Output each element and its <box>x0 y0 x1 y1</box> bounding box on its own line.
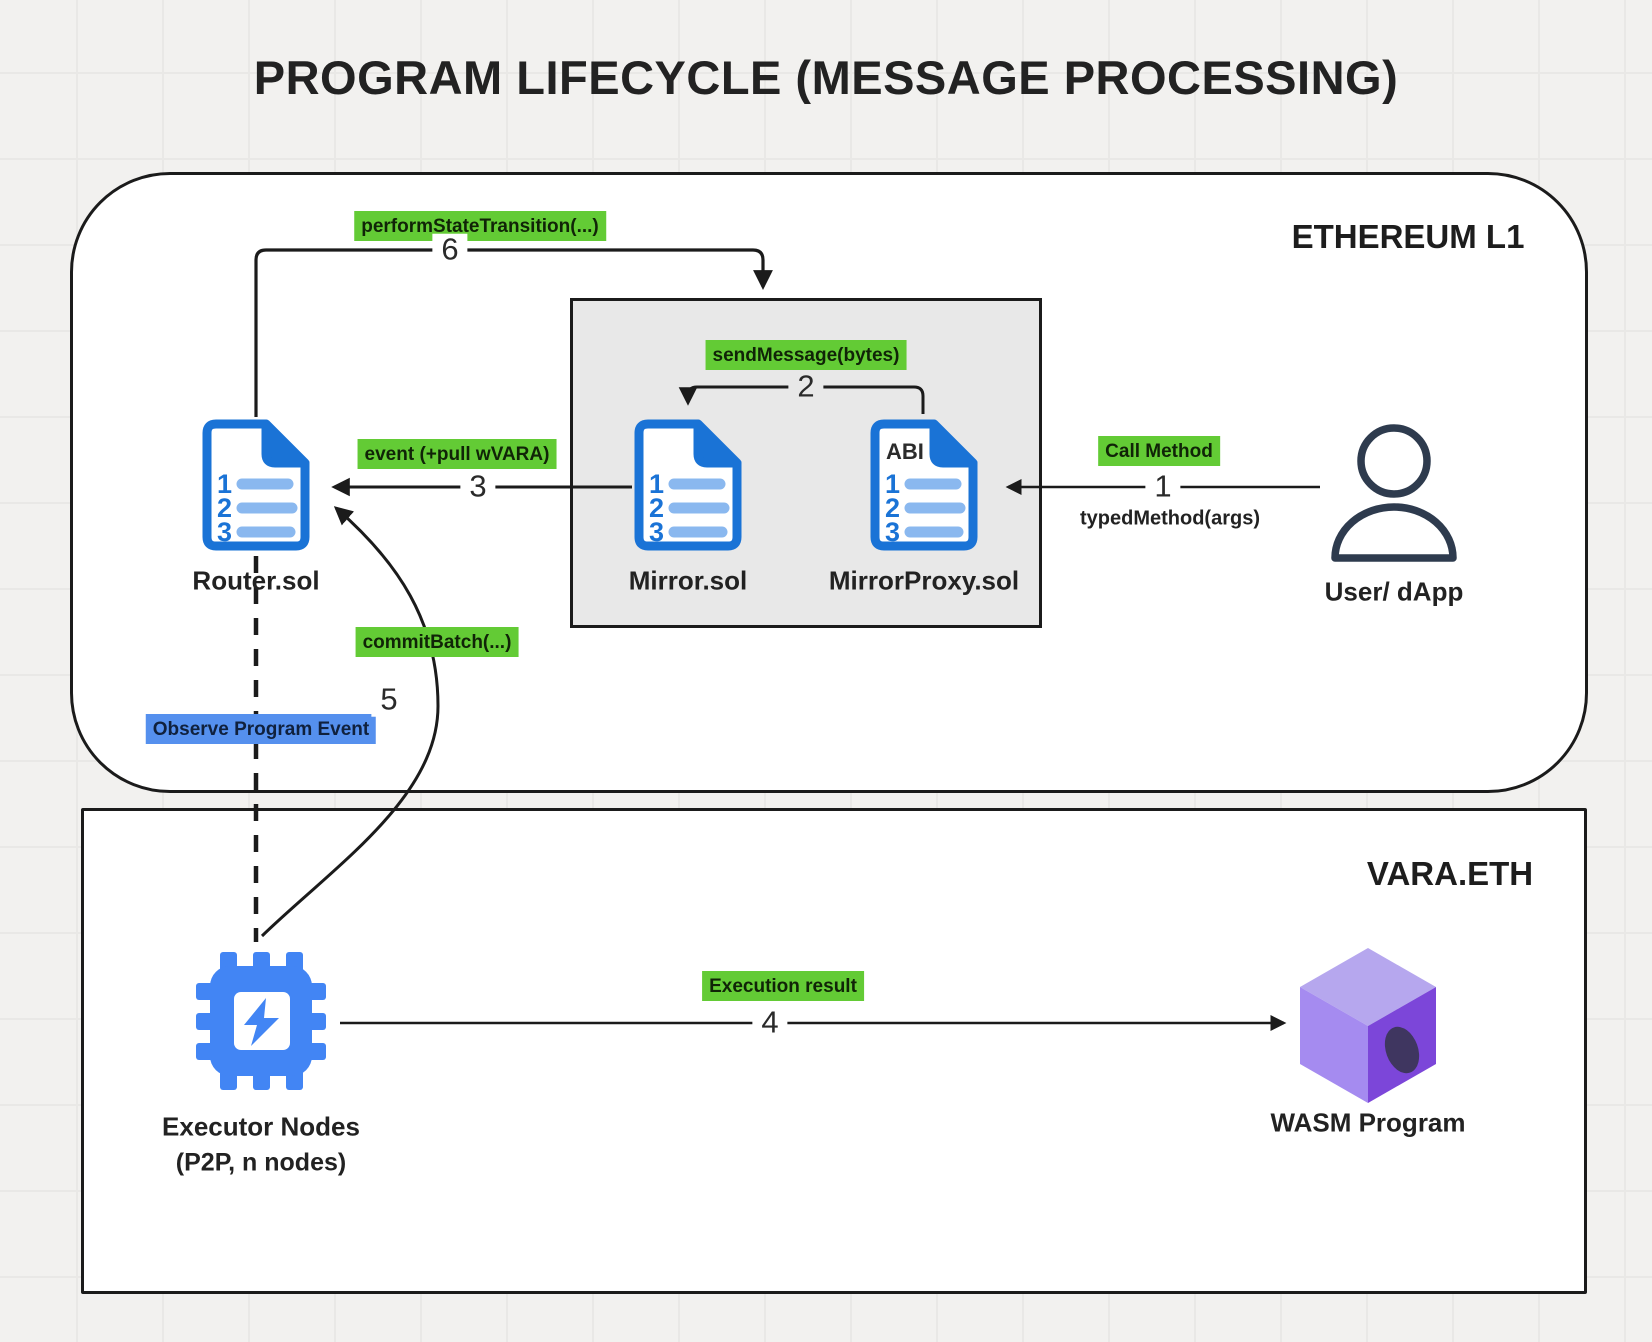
commit-batch-pill: commitBatch(...) <box>355 627 519 657</box>
executor-chip-icon <box>196 952 326 1090</box>
edge-number-4: 4 <box>752 1006 788 1040</box>
router-sol-label: Router.sol <box>192 565 320 596</box>
user-dapp-label: User/ dApp <box>1324 576 1464 607</box>
edge-number-2: 2 <box>788 370 824 404</box>
doc-line-number: 3 <box>217 517 232 547</box>
executor-nodes-sublabel: (P2P, n nodes) <box>175 1148 347 1177</box>
edge-number-5: 5 <box>371 683 407 717</box>
doc-line-number: 1 <box>885 469 900 499</box>
user-person-icon <box>1331 424 1457 562</box>
mirror-proxy-sol-document-icon: ABI 1 2 3 <box>870 419 978 551</box>
observe-program-event-pill: Observe Program Event <box>145 714 377 744</box>
doc-line-number: 3 <box>885 517 900 547</box>
abi-badge: ABI <box>886 439 924 464</box>
doc-line-number: 1 <box>217 469 232 499</box>
wasm-cube-icon <box>1300 948 1436 1103</box>
doc-line-number: 2 <box>649 493 664 523</box>
router-sol-document-icon: 1 2 3 <box>202 419 310 551</box>
edge-number-3: 3 <box>460 470 496 504</box>
edge-number-1: 1 <box>1145 470 1181 504</box>
vara-eth-label: VARA.ETH <box>1366 855 1534 892</box>
page-title: PROGRAM LIFECYCLE (MESSAGE PROCESSING) <box>253 51 1399 104</box>
mirror-sol-document-icon: 1 2 3 <box>634 419 742 551</box>
call-method-pill: Call Method <box>1098 436 1220 466</box>
send-message-pill: sendMessage(bytes) <box>705 340 907 370</box>
wasm-program-label: WASM Program <box>1270 1107 1466 1138</box>
doc-line-number: 2 <box>217 493 232 523</box>
ethereum-l1-label: ETHEREUM L1 <box>1291 218 1525 255</box>
doc-line-number: 3 <box>649 517 664 547</box>
event-pull-wvara-pill: event (+pull wVARA) <box>357 439 557 469</box>
doc-line-number: 2 <box>885 493 900 523</box>
edge-number-6: 6 <box>432 233 468 267</box>
typed-method-args-label: typedMethod(args) <box>1080 507 1260 530</box>
executor-nodes-label: Executor Nodes <box>162 1111 360 1142</box>
doc-line-number: 1 <box>649 469 664 499</box>
mirror-sol-label: Mirror.sol <box>628 565 748 596</box>
mirror-proxy-sol-label: MirrorProxy.sol <box>828 565 1020 596</box>
execution-result-pill: Execution result <box>702 971 864 1001</box>
perform-state-transition-pill: performStateTransition(...) <box>354 211 606 241</box>
